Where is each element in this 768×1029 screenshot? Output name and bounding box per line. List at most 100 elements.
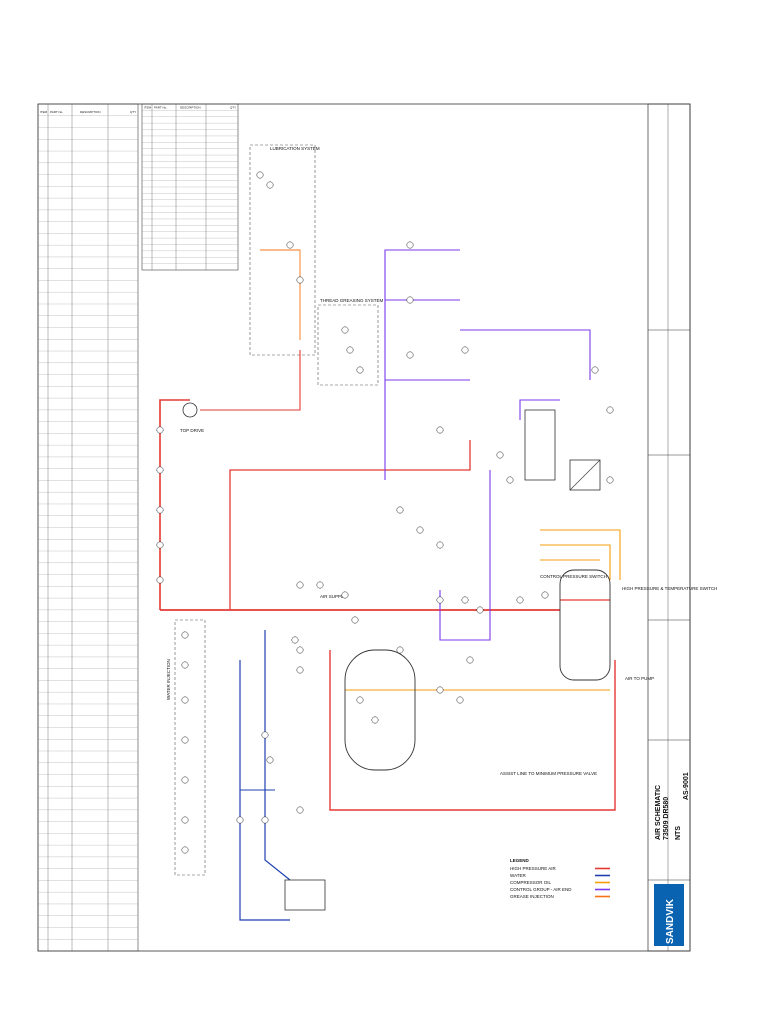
label-air-supply: AIR SUPPLY [320, 594, 346, 599]
item-balloon [461, 596, 469, 604]
item-balloon [156, 426, 164, 434]
legend-item-label: CONTROL GROUP - AIR END [510, 887, 572, 892]
item-balloon [156, 541, 164, 549]
legend-item-label: HIGH PRESSURE AIR [510, 866, 557, 871]
item-balloon [296, 806, 304, 814]
item-balloon [296, 276, 304, 284]
item-balloon [496, 451, 504, 459]
label-air-to-pump: AIR TO PUMP [625, 676, 654, 681]
title-block: SANDVIK AIR SCHEMATIC 73509 DR580 NTS AS… [647, 103, 691, 952]
label-lubrication-system: LUBRICATION SYSTEM [270, 146, 320, 151]
item-balloon [181, 846, 189, 854]
legend-item-label: GREASE INJECTION [510, 894, 554, 899]
receiver-tank [344, 649, 416, 771]
item-balloon [396, 646, 404, 654]
schematic-lines [159, 249, 621, 921]
table-header: PART No. [50, 110, 63, 114]
item-balloon [156, 506, 164, 514]
item-balloon [291, 636, 299, 644]
item-balloons [156, 171, 614, 854]
item-balloon [341, 591, 349, 599]
diagram-labels: LUBRICATION SYSTEM THREAD GREASING SYSTE… [166, 146, 717, 776]
item-balloon [351, 616, 359, 624]
item-balloon [256, 171, 264, 179]
table-header: DESCRIPTION [180, 105, 201, 109]
legend-title: LEGEND [510, 858, 530, 863]
label-assist-line: ASSIST LINE TO MINIMUM PRESSURE VALVE [500, 771, 597, 776]
item-balloon [181, 696, 189, 704]
item-balloon [506, 476, 514, 484]
item-balloon [266, 756, 274, 764]
item-balloon [436, 541, 444, 549]
table-header: PART No. [154, 105, 167, 109]
table-header: ITEM [40, 110, 48, 114]
lubrication-system-box [249, 144, 316, 356]
item-balloon [266, 181, 274, 189]
item-balloon [456, 696, 464, 704]
item-balloon [181, 661, 189, 669]
item-balloon [156, 576, 164, 584]
item-balloon [436, 686, 444, 694]
item-balloon [261, 731, 269, 739]
item-balloon [406, 296, 414, 304]
item-balloon [466, 656, 474, 664]
item-balloon [296, 581, 304, 589]
item-balloon [396, 506, 404, 514]
separator-tank [559, 569, 611, 681]
thread-greasing-box [317, 304, 379, 386]
item-balloon [286, 241, 294, 249]
item-balloon [371, 716, 379, 724]
item-balloon [406, 351, 414, 359]
item-balloon [606, 476, 614, 484]
item-balloon [606, 406, 614, 414]
legend-item-label: WATER [510, 873, 526, 878]
item-balloon [591, 366, 599, 374]
item-balloon [261, 816, 269, 824]
item-balloon [341, 326, 349, 334]
company-logo: SANDVIK [665, 898, 676, 944]
label-water-injection: WATER INJECTION [166, 659, 171, 700]
drawing-title: AIR SCHEMATIC [655, 785, 662, 840]
item-balloon [346, 346, 354, 354]
label-control-pressure-switch: CONTROL PRESSURE SWITCH [540, 574, 607, 579]
item-balloon [476, 606, 484, 614]
table-header: ITEM [144, 105, 152, 109]
item-balloon [356, 696, 364, 704]
item-balloon [416, 526, 424, 534]
item-balloon [436, 596, 444, 604]
legend-item-label: COMPRESSOR OIL [510, 880, 552, 885]
label-high-pressure-temp: HIGH PRESSURE & TEMPERATURE SWITCH [622, 586, 717, 591]
drawing-scale: NTS [675, 826, 682, 840]
item-balloon [436, 426, 444, 434]
item-balloon [156, 466, 164, 474]
item-balloon [181, 736, 189, 744]
components [174, 144, 611, 911]
table-header: QTY [230, 105, 236, 109]
item-balloon [356, 366, 364, 374]
item-balloon [541, 591, 549, 599]
item-balloon [461, 346, 469, 354]
label-top-drive: TOP DRIVE [180, 428, 204, 433]
item-balloon [236, 816, 244, 824]
item-balloon [296, 646, 304, 654]
item-balloon [516, 596, 524, 604]
item-balloon [296, 666, 304, 674]
drawing-model: 73509 DR580 [663, 797, 670, 840]
company-logo-box [654, 884, 684, 946]
item-balloon [406, 241, 414, 249]
top-drive-motor [182, 402, 198, 418]
item-balloon [316, 581, 324, 589]
item-balloon [181, 631, 189, 639]
oil-cooler [569, 459, 601, 491]
table-header: QTY [130, 110, 136, 114]
water-injection-box [174, 619, 206, 876]
table-header: DESCRIPTION [80, 110, 101, 114]
compressor-unit [524, 409, 556, 481]
water-pump [284, 879, 326, 911]
item-balloon [181, 776, 189, 784]
item-balloon [181, 816, 189, 824]
